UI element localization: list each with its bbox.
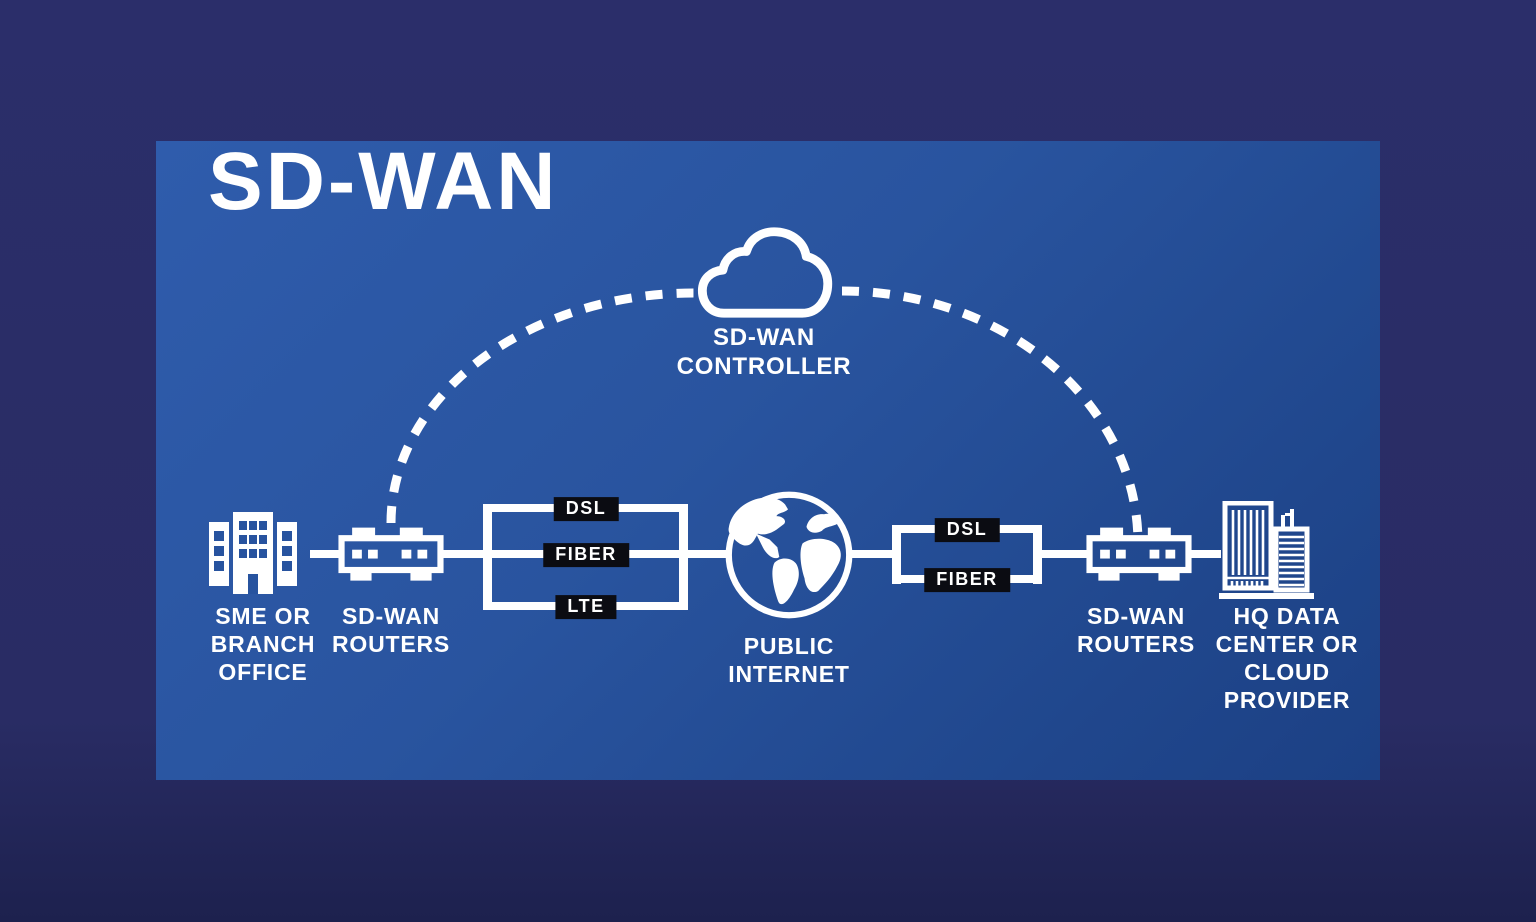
page-title: SD-WAN — [208, 136, 559, 227]
wire-router-to-hq — [1190, 550, 1221, 558]
branch-office-label: SME OR BRANCH OFFICE — [211, 602, 315, 686]
dashed-link-right — [841, 286, 1143, 544]
diagram-panel: SD-WAN SD-WAN CONTROLLER — [156, 141, 1380, 780]
router-left-line2: ROUTERS — [331, 631, 451, 657]
globe-icon — [725, 491, 853, 619]
router-icon-left — [338, 527, 444, 581]
wire-office-to-router — [310, 550, 342, 558]
link-label-lte-left: LTE — [555, 595, 617, 619]
hq-line1: HQ DATA — [1233, 603, 1341, 629]
dashed-links-to-controller — [386, 286, 1143, 544]
public-internet-line2: INTERNET — [728, 661, 850, 687]
wire-router-to-links-left — [441, 550, 487, 558]
hq-line2: CENTER OR — [1215, 631, 1359, 657]
public-internet-line1: PUBLIC — [743, 633, 835, 659]
router-right-label: SD-WAN ROUTERS — [1077, 602, 1195, 658]
datacenter-building-icon — [1219, 501, 1314, 599]
wire-internet-to-links-right — [851, 550, 897, 558]
hq-line3: CLOUD — [1244, 659, 1330, 685]
wire-links-to-router-right — [1040, 550, 1088, 558]
public-internet-label: PUBLIC INTERNET — [728, 632, 849, 688]
router-icon-right — [1086, 527, 1192, 581]
link-label-fiber-right: FIBER — [924, 568, 1010, 592]
link-label-fiber-left: FIBER — [543, 543, 629, 567]
router-right-line2: ROUTERS — [1076, 631, 1196, 657]
branch-office-line2: BRANCH — [210, 631, 316, 657]
dashed-link-left — [386, 288, 695, 524]
controller-label: SD-WAN CONTROLLER — [677, 323, 852, 381]
link-label-dsl-right: DSL — [934, 518, 1000, 542]
router-left-label: SD-WAN ROUTERS — [332, 602, 450, 658]
branch-office-line3: OFFICE — [218, 659, 308, 685]
router-left-line1: SD-WAN — [341, 603, 441, 629]
hq-line4: PROVIDER — [1223, 687, 1351, 713]
router-right-line1: SD-WAN — [1086, 603, 1186, 629]
hq-label: HQ DATA CENTER OR CLOUD PROVIDER — [1216, 602, 1359, 714]
link-bundle-right-bar-start — [892, 525, 901, 584]
office-building-icon — [209, 512, 297, 594]
controller-label-line1: SD-WAN — [712, 324, 816, 351]
controller-label-line2: CONTROLLER — [676, 353, 852, 380]
branch-office-line1: SME OR — [215, 603, 311, 629]
wire-links-to-internet-left — [685, 550, 729, 558]
cloud-icon — [697, 227, 833, 318]
link-label-dsl-left: DSL — [553, 497, 619, 521]
link-bundle-right-bar-end — [1033, 525, 1042, 584]
